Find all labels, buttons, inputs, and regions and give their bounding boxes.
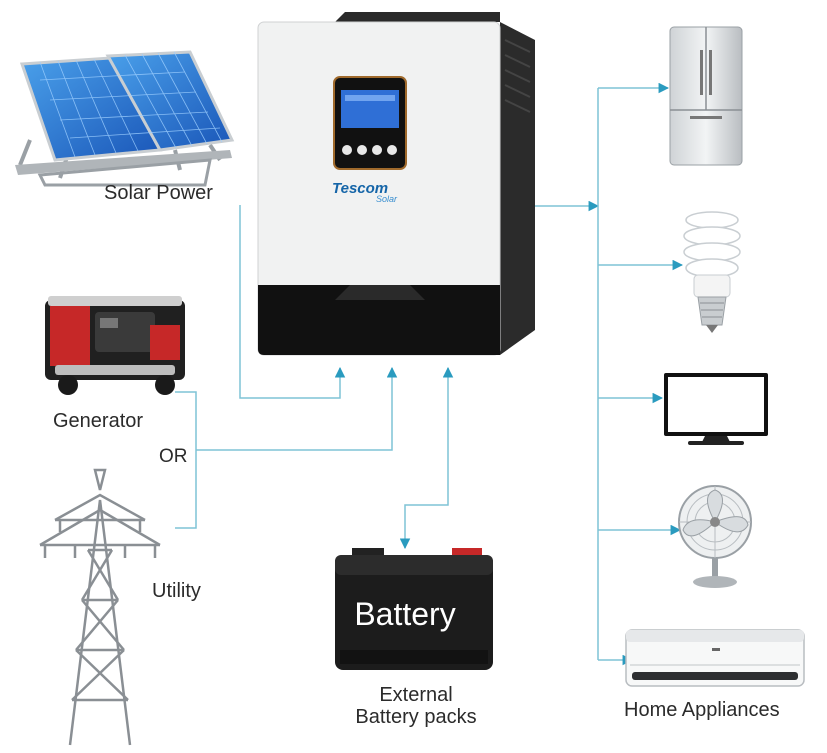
grid-to-inverter-line	[196, 368, 392, 450]
refrigerator-icon	[670, 27, 742, 165]
home-appliances-label: Home Appliances	[624, 699, 780, 722]
external-battery-packs-label: External Battery packs	[330, 684, 502, 728]
solar-panel-icon	[15, 52, 232, 185]
light-bulb-icon	[684, 212, 740, 333]
tv-monitor-icon	[664, 373, 768, 445]
air-conditioner-icon	[626, 630, 804, 686]
external-battery-line2: Battery packs	[330, 706, 502, 728]
solar-power-label: Solar Power	[104, 182, 213, 205]
inverter-icon	[258, 12, 535, 355]
inverter-brand-sub-label: Solar	[376, 194, 397, 204]
battery-to-inverter-line	[405, 368, 448, 548]
or-label: OR	[159, 446, 188, 468]
generator-label: Generator	[53, 410, 143, 433]
power-tower-icon	[40, 470, 160, 745]
utility-label: Utility	[152, 580, 201, 603]
fan-icon	[679, 486, 751, 588]
external-battery-line1: External	[330, 684, 502, 706]
battery-label: Battery	[330, 596, 480, 633]
generator-icon	[45, 296, 185, 395]
